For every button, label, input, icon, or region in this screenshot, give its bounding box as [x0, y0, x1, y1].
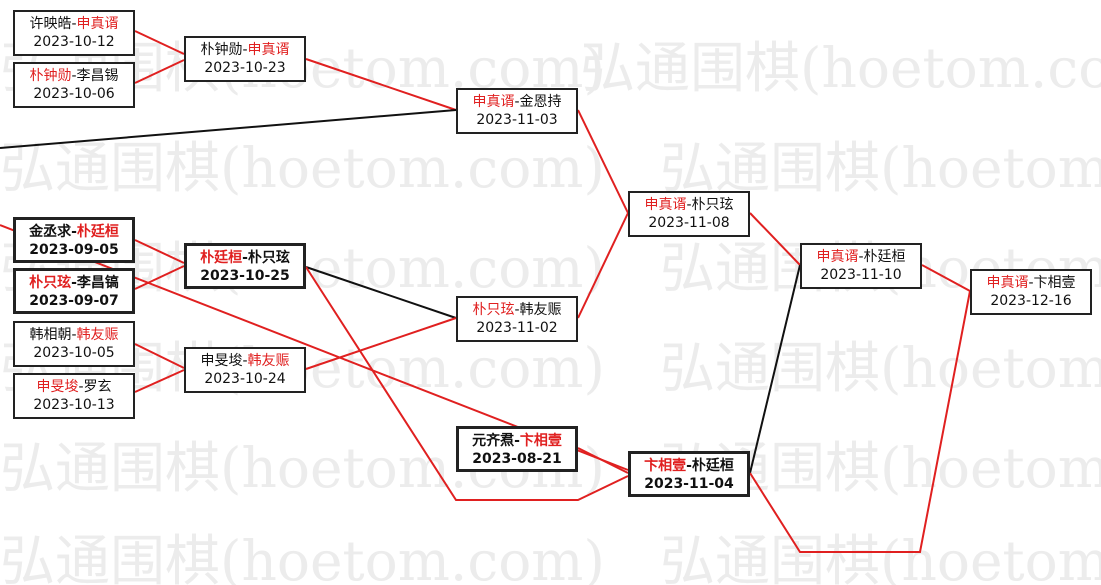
player-1: 朴钟勋	[29, 68, 72, 84]
bracket-line	[921, 264, 971, 292]
match-players: 申真谞-卞相壹	[986, 275, 1076, 291]
match-date: 2023-10-23	[204, 60, 286, 76]
bracket-line	[134, 59, 185, 84]
player-1: 朴廷桓	[200, 250, 243, 266]
match-box: 朴钟勋-李昌锡 2023-10-06	[13, 62, 135, 108]
match-players: 朴钟勋-李昌锡	[29, 68, 119, 84]
player-1: 朴只玹	[29, 275, 72, 291]
match-box: 申旻埈-韩友赈 2023-10-24	[184, 347, 306, 393]
match-box: 申旻埈-罗玄 2023-10-13	[13, 373, 135, 419]
match-box: 申真谞-金恩持 2023-11-03	[456, 88, 578, 134]
match-players: 许映皓-申真谞	[29, 16, 119, 32]
player-1: 申旻埈	[36, 379, 79, 395]
player-1: 申真谞	[986, 275, 1029, 291]
player-1: 金丞求	[29, 224, 72, 240]
final-match-box: 申真谞-卞相壹 2023-12-16	[970, 269, 1092, 315]
match-date: 2023-10-13	[33, 397, 115, 413]
player-2: 朴廷桓	[76, 224, 119, 240]
bracket-line	[749, 212, 801, 266]
bracket-line	[0, 109, 457, 149]
player-2: 罗玄	[83, 379, 112, 395]
match-box: 申真谞-朴只玹 2023-11-08	[628, 191, 750, 237]
player-2: 朴只玹	[247, 250, 290, 266]
player-1: 元齐焄	[472, 433, 515, 449]
bracket-line	[134, 239, 185, 264]
bracket-line	[305, 58, 457, 111]
player-1: 许映皓	[29, 16, 72, 32]
player-1: 申真谞	[816, 249, 859, 265]
match-date: 2023-10-12	[33, 34, 115, 50]
player-1: 申真谞	[472, 94, 515, 110]
player-1: 朴钟勋	[200, 42, 243, 58]
match-date: 2023-11-08	[648, 215, 730, 231]
match-box: 朴钟勋-申真谞 2023-10-23	[184, 36, 306, 82]
player-1: 韩相朝	[29, 327, 72, 343]
match-date: 2023-08-21	[472, 451, 562, 467]
player-2: 韩友赈	[76, 327, 119, 343]
match-box: 朴廷桓-朴只玹 2023-10-25	[184, 243, 306, 289]
match-date: 2023-09-07	[29, 293, 119, 309]
match-players: 朴钟勋-申真谞	[200, 42, 290, 58]
match-date: 2023-10-24	[204, 371, 286, 387]
bracket-line	[577, 447, 629, 474]
bracket-line	[577, 109, 629, 214]
match-box: 韩相朝-韩友赈 2023-10-05	[13, 321, 135, 367]
player-2: 卞相壹	[1033, 275, 1076, 291]
bracket-line	[749, 264, 801, 474]
match-players: 卞相壹-朴廷桓	[644, 458, 734, 474]
match-players: 申旻埈-罗玄	[36, 379, 112, 395]
match-date: 2023-10-05	[33, 345, 115, 361]
match-players: 朴只玹-李昌镐	[29, 275, 119, 291]
player-2: 金恩持	[519, 94, 562, 110]
match-date: 2023-12-16	[990, 293, 1072, 309]
match-box: 朴只玹-李昌镐 2023-09-07	[13, 268, 135, 314]
bracket-line	[134, 265, 185, 290]
player-2: 朴只玹	[691, 197, 734, 213]
player-2: 朴廷桓	[863, 249, 906, 265]
match-date: 2023-10-06	[33, 86, 115, 102]
match-players: 申真谞-金恩持	[472, 94, 562, 110]
bracket-line	[305, 266, 629, 501]
match-box: 金丞求-朴廷桓 2023-09-05	[13, 217, 135, 263]
match-box: 申真谞-朴廷桓 2023-11-10	[800, 243, 922, 289]
match-players: 申旻埈-韩友赈	[200, 353, 290, 369]
player-2: 韩友赈	[247, 353, 290, 369]
bracket-line	[305, 317, 457, 370]
bracket-line	[134, 369, 185, 393]
match-players: 申真谞-朴只玹	[644, 197, 734, 213]
match-players: 朴廷桓-朴只玹	[200, 250, 290, 266]
bracket-line	[577, 212, 629, 319]
match-date: 2023-11-04	[644, 476, 734, 492]
player-2: 李昌锡	[76, 68, 119, 84]
match-box: 许映皓-申真谞 2023-10-12	[13, 10, 135, 56]
player-2: 李昌镐	[76, 275, 119, 291]
match-date: 2023-11-03	[476, 112, 558, 128]
player-1: 卞相壹	[644, 458, 687, 474]
match-players: 元齐焄-卞相壹	[472, 433, 562, 449]
player-1: 申真谞	[644, 197, 687, 213]
bracket-line	[134, 343, 185, 369]
player-1: 朴只玹	[472, 302, 515, 318]
bracket-line	[305, 266, 457, 319]
match-players: 金丞求-朴廷桓	[29, 224, 119, 240]
match-box: 元齐焄-卞相壹 2023-08-21	[456, 426, 578, 472]
match-date: 2023-11-02	[476, 320, 558, 336]
player-2: 申真谞	[76, 16, 119, 32]
match-box: 朴只玹-韩友赈 2023-11-02	[456, 296, 578, 342]
match-players: 韩相朝-韩友赈	[29, 327, 119, 343]
player-2: 申真谞	[247, 42, 290, 58]
bracket-line	[134, 30, 185, 55]
match-date: 2023-10-25	[200, 268, 290, 284]
match-players: 申真谞-朴廷桓	[816, 249, 906, 265]
match-box: 卞相壹-朴廷桓 2023-11-04	[628, 451, 750, 497]
match-date: 2023-09-05	[29, 242, 119, 258]
player-2: 韩友赈	[519, 302, 562, 318]
match-players: 朴只玹-韩友赈	[472, 302, 562, 318]
player-2: 卞相壹	[519, 433, 562, 449]
bracket-line	[749, 290, 971, 553]
player-2: 朴廷桓	[691, 458, 734, 474]
player-1: 申旻埈	[200, 353, 243, 369]
match-date: 2023-11-10	[820, 267, 902, 283]
